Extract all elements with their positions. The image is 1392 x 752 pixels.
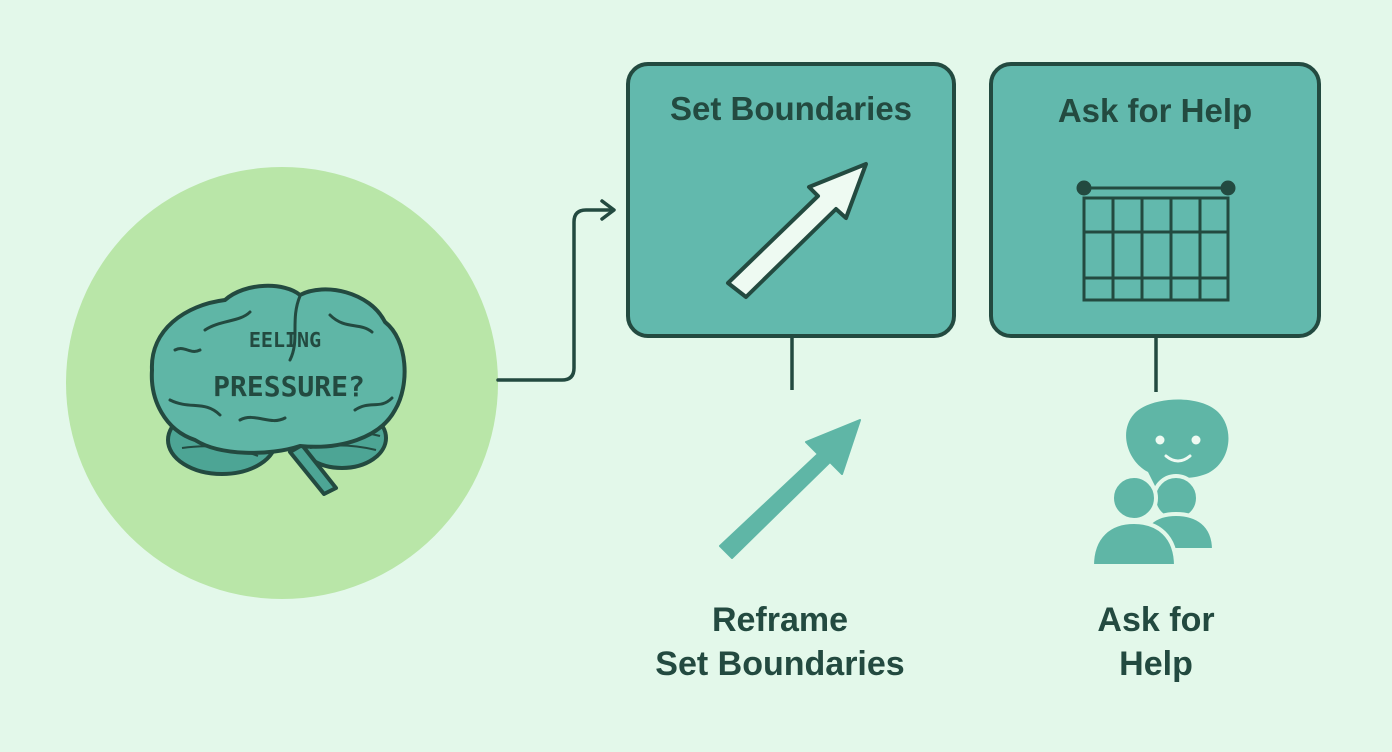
ask-for-help-card-title: Ask for Help <box>1057 92 1253 129</box>
brain-icon <box>149 283 407 496</box>
connector-arrowhead <box>600 199 616 221</box>
connector-arrow <box>496 208 614 382</box>
set-boundaries-card: Set Boundaries <box>626 62 956 338</box>
brain-text-line2: PRESSURE? <box>213 370 365 403</box>
reframe-label-line2: Set Boundaries <box>655 645 905 683</box>
diagonal-arrow-icon <box>719 419 861 559</box>
ask-for-help-card: Ask for Help <box>989 62 1321 338</box>
reframe-label: Reframe Set Boundaries <box>620 598 940 686</box>
reframe-label-line1: Reframe <box>711 601 849 639</box>
chat-people-icon <box>1089 399 1229 568</box>
ask-for-help-label-line2: Help <box>1119 645 1193 683</box>
ask-for-help-label-line1: Ask for <box>1097 601 1215 639</box>
ask-for-help-label: Ask for Help <box>1056 598 1256 686</box>
brain-text-line1: EELING <box>248 328 322 352</box>
set-boundaries-card-title: Set Boundaries <box>669 90 913 127</box>
